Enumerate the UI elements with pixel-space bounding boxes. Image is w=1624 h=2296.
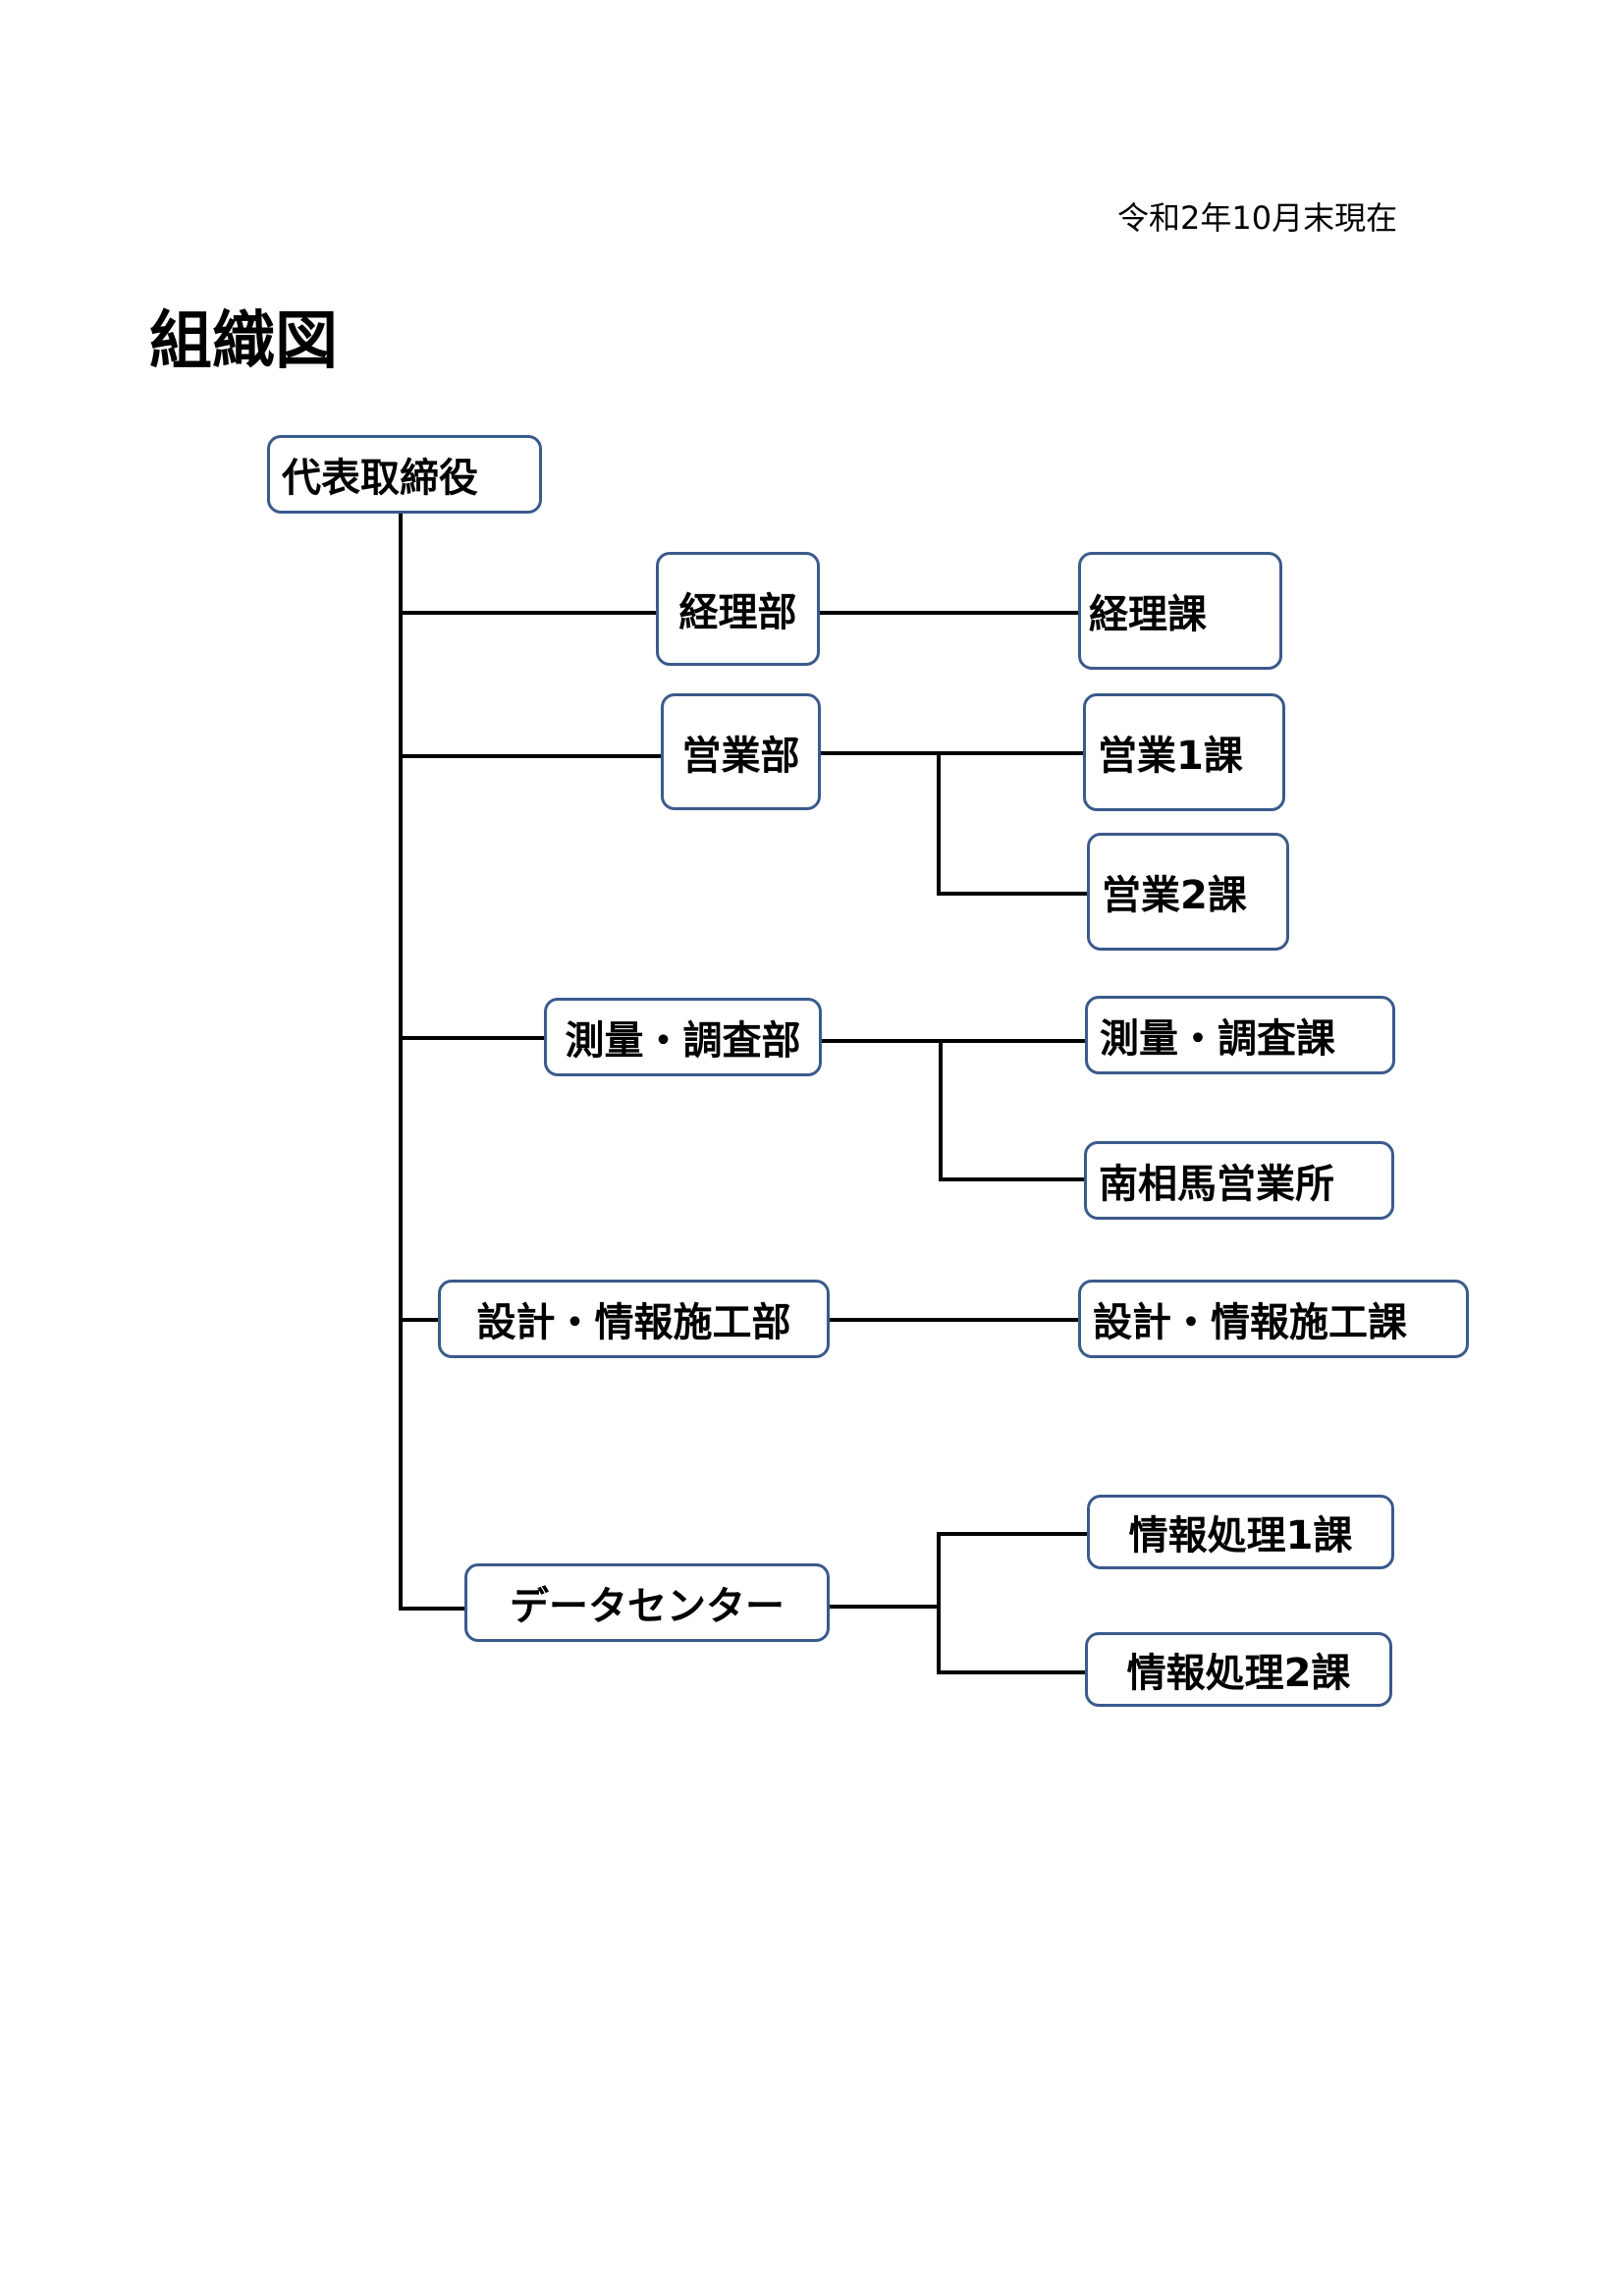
box-keiri-bu: 経理部	[656, 552, 820, 666]
box-keiri-ka: 経理課	[1078, 552, 1282, 670]
box-representative-director: 代表取締役	[267, 435, 542, 514]
box-eigyo-1ka: 営業1課	[1083, 693, 1285, 811]
label-representative-director: 代表取締役	[282, 456, 478, 501]
box-joho-2ka: 情報処理2課	[1085, 1632, 1392, 1707]
label-sokuryo-bu: 測量・調査部	[565, 1018, 801, 1064]
box-sekkei-bu: 設計・情報施工部	[438, 1280, 830, 1358]
box-sokuryo-ka: 測量・調査課	[1085, 996, 1395, 1074]
label-joho-1ka: 情報処理1課	[1128, 1513, 1353, 1558]
box-eigyo-bu: 営業部	[661, 693, 821, 810]
label-data-center: データセンター	[510, 1584, 785, 1629]
page-title: 組織図	[149, 305, 338, 378]
label-minamisoma-office: 南相馬営業所	[1099, 1162, 1334, 1207]
label-sekkei-bu: 設計・情報施工部	[476, 1300, 791, 1345]
box-sokuryo-bu: 測量・調査部	[544, 998, 822, 1076]
box-data-center: データセンター	[464, 1563, 830, 1642]
label-keiri-ka: 経理課	[1089, 592, 1207, 637]
label-keiri-bu: 経理部	[678, 590, 797, 635]
label-sekkei-ka: 設計・情報施工課	[1093, 1300, 1407, 1345]
label-sokuryo-ka: 測量・調査課	[1100, 1016, 1335, 1062]
box-joho-1ka: 情報処理1課	[1087, 1495, 1394, 1569]
box-minamisoma-office: 南相馬営業所	[1084, 1141, 1394, 1220]
box-eigyo-2ka: 営業2課	[1087, 833, 1289, 951]
date-note: 令和2年10月末現在	[1117, 199, 1398, 237]
label-eigyo-2ka: 営業2課	[1102, 873, 1247, 918]
label-eigyo-1ka: 営業1課	[1098, 734, 1243, 779]
label-joho-2ka: 情報処理2課	[1126, 1651, 1351, 1696]
label-eigyo-bu: 営業部	[681, 733, 800, 779]
box-sekkei-ka: 設計・情報施工課	[1078, 1280, 1469, 1358]
